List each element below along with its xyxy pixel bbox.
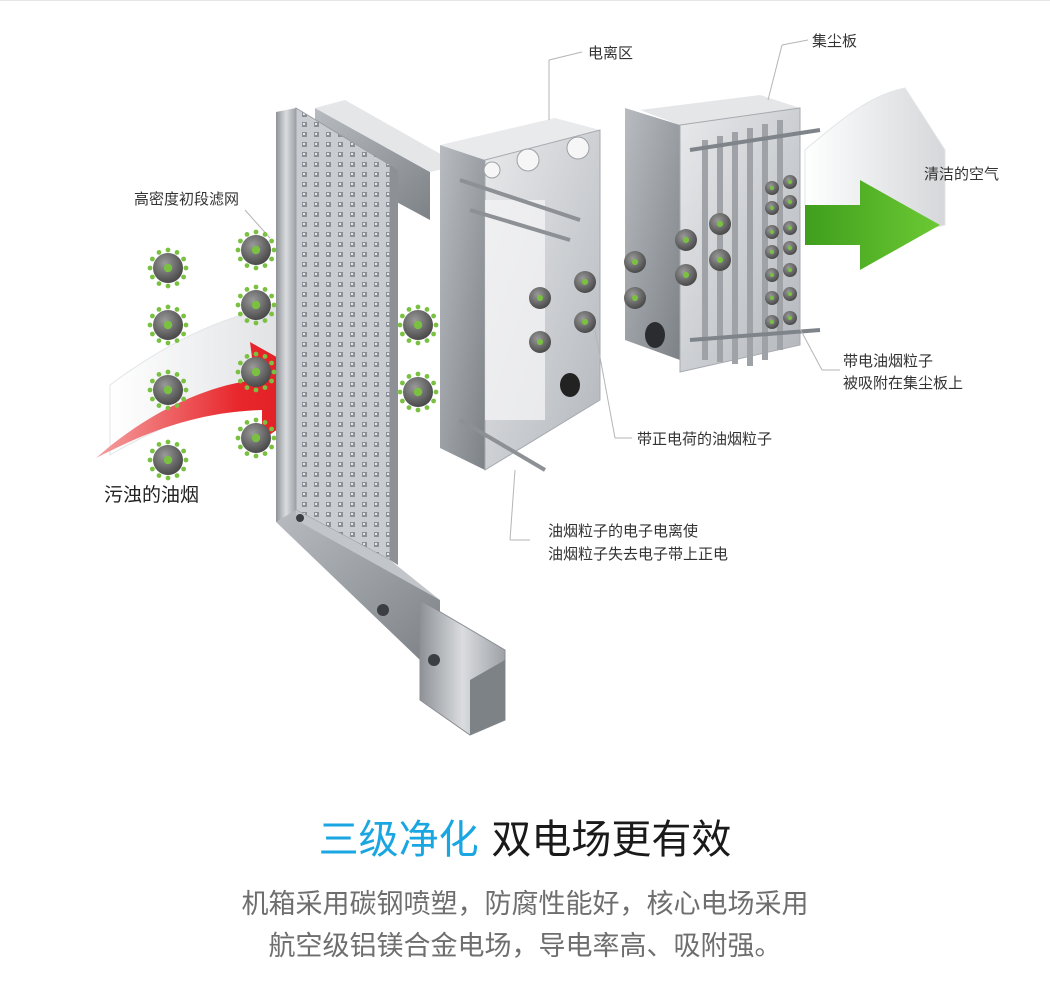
oil-particle [574, 311, 596, 333]
prefilter-stage [276, 100, 506, 736]
oil-particle [675, 229, 697, 251]
label-ionization-note-line1: 油烟粒子的电子电离使 [548, 522, 699, 540]
oil-particle [783, 221, 797, 235]
clean-air-arrow [805, 180, 940, 270]
oil-particle [765, 225, 779, 239]
label-prefilter: 高密度初段滤网 [134, 190, 240, 208]
oil-particle [783, 287, 797, 301]
oil-particle [147, 304, 189, 346]
label-dirty-smoke: 污浊的油烟 [104, 484, 200, 506]
oil-particle [529, 331, 551, 353]
headline: 三级净化 双电场更有效 [0, 812, 1050, 868]
purification-diagram [96, 39, 946, 736]
oil-particle [709, 213, 731, 235]
description-line1: 机箱采用碳钢喷塑，防腐性能好，核心电场采用 [241, 889, 809, 920]
label-charged-adsorbed-line1: 带电油烟粒子 [843, 352, 934, 370]
oil-particle [235, 351, 277, 393]
oil-particle [147, 247, 189, 289]
oil-particles [147, 175, 797, 481]
top-divider [0, 0, 1050, 1]
oil-particle [765, 291, 779, 305]
oil-particle [147, 439, 189, 481]
oil-particle [235, 229, 277, 271]
label-positive-particles: 带正电荷的油烟粒子 [637, 430, 773, 448]
oil-particle [765, 245, 779, 259]
label-ionization-zone: 电离区 [588, 44, 634, 62]
oil-particle [765, 268, 779, 282]
oil-particle [529, 287, 551, 309]
label-ionization-note-line2: 油烟粒子失去电子带上正电 [548, 545, 729, 563]
oil-particle [765, 181, 779, 195]
oil-particle [147, 369, 189, 411]
oil-particle [624, 287, 646, 309]
headline-accent: 三级净化 [318, 817, 479, 863]
oil-particle [783, 195, 797, 209]
oil-particle [675, 264, 697, 286]
ionization-stage [440, 51, 601, 472]
oil-particle [765, 315, 779, 329]
oil-particle [624, 251, 646, 273]
oil-particle [783, 263, 797, 277]
oil-particle [765, 201, 779, 215]
oil-particle [709, 249, 731, 271]
description-line2: 航空级铝镁合金电场，导电率高、吸附强。 [268, 931, 782, 962]
label-collector-plate: 集尘板 [812, 32, 858, 50]
oil-particle [235, 284, 277, 326]
oil-particle [783, 175, 797, 189]
label-clean-air: 清洁的空气 [924, 165, 1000, 183]
oil-particle [397, 371, 439, 413]
description: 机箱采用碳钢喷塑，防腐性能好，核心电场采用 航空级铝镁合金电场，导电率高、吸附强… [0, 884, 1050, 968]
oil-particle [235, 417, 277, 459]
oil-particle [397, 304, 439, 346]
oil-particle [783, 311, 797, 325]
label-charged-adsorbed-line2: 被吸附在集尘板上 [843, 374, 964, 392]
headline-main: 双电场更有效 [491, 817, 732, 863]
oil-particle [574, 271, 596, 293]
oil-particle [783, 241, 797, 255]
